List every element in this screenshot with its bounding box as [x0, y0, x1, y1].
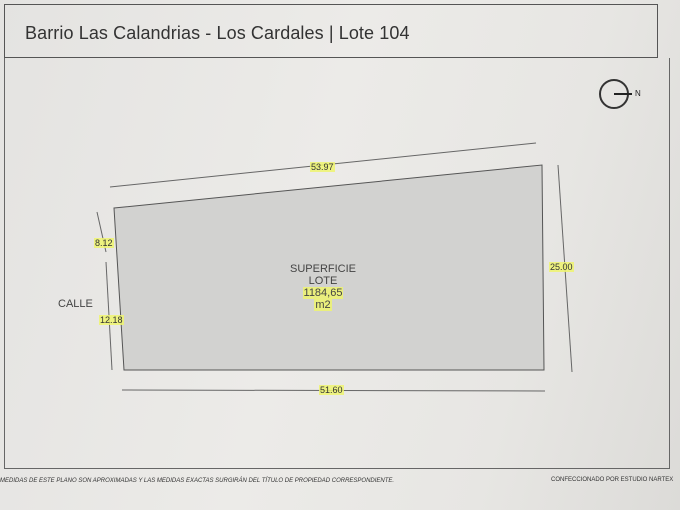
- measurement-right: 25.00: [549, 262, 574, 272]
- lot-area-line: SUPERFICIE: [289, 263, 356, 275]
- measurement-top: 53.97: [310, 162, 335, 172]
- lot-area-line: LOTE: [308, 275, 338, 287]
- plan-frame: [4, 58, 670, 469]
- lot-area-label: SUPERFICIE LOTE 1184,65 m2: [282, 263, 364, 311]
- lot-area-value: 1184,65: [302, 287, 344, 299]
- north-label: N: [635, 89, 641, 98]
- measurement-left-upper: 8.12: [94, 238, 114, 248]
- measurement-bottom: 51.60: [319, 385, 344, 395]
- title-box: Barrio Las Calandrias - Los Cardales | L…: [4, 4, 658, 58]
- lot-area-unit: m2: [314, 299, 332, 311]
- street-label: CALLE: [58, 298, 93, 310]
- footer-disclaimer: MEDIDAS DE ESTE PLANO SON APROXIMADAS Y …: [0, 478, 395, 484]
- north-arrow-icon: [599, 79, 632, 109]
- footer-credit: CONFECCIONADO POR ESTUDIO NARTEX: [551, 477, 674, 483]
- page-title: Barrio Las Calandrias - Los Cardales | L…: [25, 23, 410, 43]
- measurement-left-lower: 12.18: [99, 315, 124, 325]
